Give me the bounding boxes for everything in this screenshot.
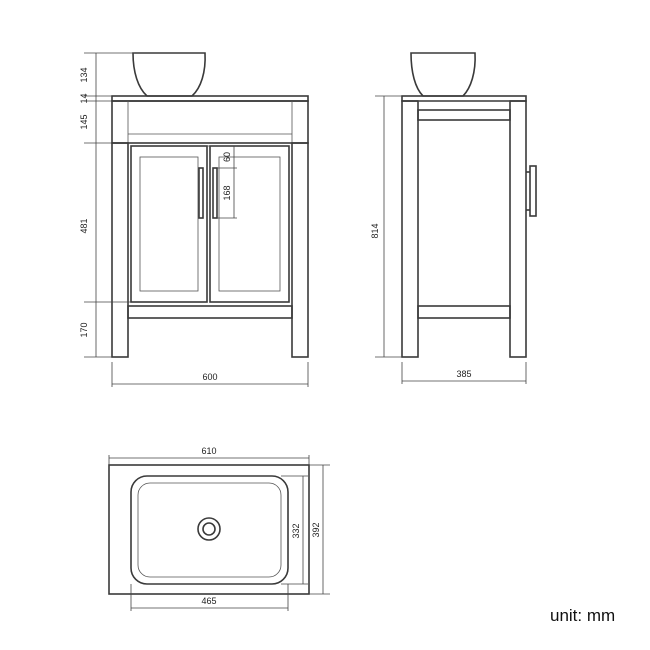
front-right-door	[209, 145, 290, 303]
front-left-handle	[198, 167, 204, 219]
side-view: 814 385	[370, 52, 537, 384]
top-basin-inner	[137, 482, 282, 578]
dim-door-height: 481	[79, 218, 89, 233]
side-back-leg	[401, 100, 419, 358]
dim-basin-inner-width: 465	[201, 596, 216, 606]
drain-icon	[197, 517, 221, 541]
dim-total-height: 814	[370, 223, 380, 238]
side-front-leg	[509, 100, 527, 358]
front-left-door	[130, 145, 208, 303]
dim-side-depth: 385	[456, 369, 471, 379]
front-right-handle	[212, 167, 218, 219]
dim-top-thickness: 14	[79, 93, 89, 103]
dim-leg-height: 170	[79, 322, 89, 337]
side-top-rail	[417, 109, 511, 121]
total-height-dimension: 814	[370, 95, 402, 358]
top-countertop	[108, 464, 310, 595]
front-left-leg	[111, 142, 129, 358]
top-view: 610 392 332 465	[108, 446, 330, 611]
side-countertop	[401, 95, 527, 102]
top-depth-dimension: 392	[309, 464, 330, 595]
front-basin	[132, 52, 206, 97]
top-width-dimension: 610	[108, 446, 310, 465]
top-basin-outer	[130, 475, 289, 585]
side-bottom-rail	[417, 305, 511, 319]
side-basin	[410, 52, 476, 97]
dim-top-depth: 392	[311, 522, 321, 537]
dim-handle-offset: 60	[222, 152, 232, 162]
dim-rail-height: 145	[79, 114, 89, 129]
side-depth-dimension: 385	[401, 362, 527, 384]
side-handle	[526, 165, 537, 217]
front-top-rail	[111, 100, 309, 144]
front-view: 134 14 145 481 170 60 168 600	[79, 52, 309, 387]
front-right-leg	[291, 142, 309, 358]
dim-top-width: 610	[201, 446, 216, 456]
dim-handle-length: 168	[222, 185, 232, 200]
handle-dimensions: 60 168	[205, 145, 237, 219]
front-height-dimensions: 134 14 145 481 170	[79, 52, 135, 358]
unit-label: unit: mm	[550, 606, 616, 625]
front-bottom-stretcher	[127, 305, 293, 319]
basin-width-dimension: 465	[130, 584, 289, 611]
dim-front-width: 600	[202, 372, 217, 382]
dim-basin-inner-depth: 332	[291, 523, 301, 538]
dim-basin-height: 134	[79, 67, 89, 82]
basin-depth-dimension: 332	[281, 475, 308, 585]
front-width-dimension: 600	[111, 362, 309, 387]
